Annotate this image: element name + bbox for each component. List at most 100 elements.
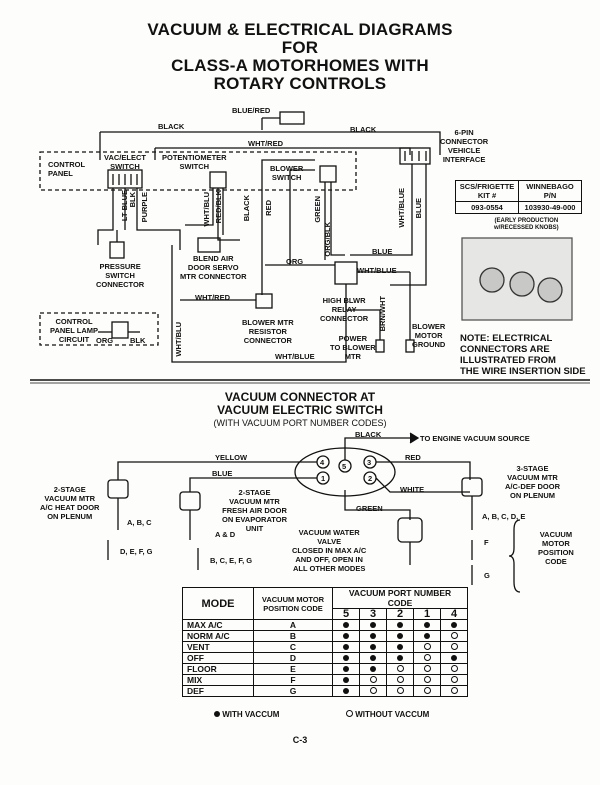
port-col-header: 4 (440, 608, 468, 620)
port-header: VACUUM PORT NUMBER CODE (332, 587, 468, 609)
open-dot-icon (396, 676, 404, 683)
port-state-cell (359, 685, 387, 697)
vac-line-red: RED (405, 453, 421, 462)
vac-line-black: BLACK (355, 430, 382, 439)
wire-wht-blue-relay: WHT/BLUE (357, 266, 397, 275)
filled-dot-icon (370, 644, 376, 650)
port-state-cell (332, 652, 360, 664)
title-line-3: CLASS-A MOTORHOMES WITH (171, 56, 429, 75)
kit-header-1: SCS/FRIGETTE KIT # (455, 180, 519, 202)
wire-blk-lamp: BLK (130, 336, 146, 345)
pos-mid-b: B, C, E, F, G (210, 556, 253, 565)
wire-black-left: BLACK (158, 122, 185, 131)
port-col-header: 1 (413, 608, 441, 620)
wire-wht-red-top: WHT/RED (248, 139, 283, 148)
vac-line-yellow: YELLOW (215, 453, 248, 462)
mode-position-code: G (253, 685, 333, 697)
port-state-cell (386, 641, 414, 653)
open-dot-icon (423, 654, 431, 661)
filled-dot-icon (370, 622, 376, 628)
filled-dot-icon (343, 644, 349, 650)
kit-number: 093-0554 (455, 201, 519, 214)
port-state-cell (413, 652, 441, 664)
port-state-cell (386, 619, 414, 631)
port-state-cell (332, 674, 360, 686)
open-dot-icon (450, 676, 458, 683)
port-state-cell (440, 652, 468, 664)
wire-wht-blue-right: WHT/BLUE (397, 188, 406, 228)
wire-purple: PURPLE (140, 192, 149, 223)
wire-wht-blu: WHT/BLU (202, 192, 211, 227)
mode-position-code: B (253, 630, 333, 642)
legend-without: WITHOUT VACCUM (346, 710, 429, 719)
port-col-header: 3 (359, 608, 387, 620)
filled-dot-icon (397, 633, 403, 639)
port-state-cell (386, 663, 414, 675)
open-dot-icon (346, 710, 353, 717)
pos-right-b: F (484, 538, 489, 547)
title-line-4: ROTARY CONTROLS (213, 74, 387, 93)
mode-header: MODE (182, 587, 254, 620)
wire-blue-red: BLUE/RED (232, 106, 271, 115)
mode-position-code: C (253, 641, 333, 653)
pos-left-a: A, B, C (127, 518, 152, 527)
port-col-header: 2 (386, 608, 414, 620)
wire-brn-wht: BRN/WHT (378, 296, 387, 332)
port-state-cell (413, 685, 441, 697)
wire-blue-mid: BLUE (372, 247, 393, 256)
port-state-cell (359, 652, 387, 664)
mode-position-code: A (253, 619, 333, 631)
title-line-2: FOR (281, 38, 319, 57)
wire-org-blk: ORG/BLK (323, 222, 332, 257)
wire-black-mid: BLACK (242, 195, 251, 222)
filled-dot-icon (214, 711, 220, 717)
mode-name: MAX A/C (182, 619, 254, 631)
port-state-cell (413, 641, 441, 653)
vac-to-engine: TO ENGINE VACUUM SOURCE (420, 434, 530, 443)
pos-right-c: G (484, 571, 490, 580)
vacuum-subtitle: (WITH VACUUM PORT NUMBER CODES) (213, 418, 387, 428)
port-state-cell (440, 663, 468, 675)
wire-org: ORG (286, 257, 304, 266)
port-state-cell (359, 619, 387, 631)
wire-blue-right: BLUE (414, 198, 423, 219)
filled-dot-icon (424, 622, 430, 628)
filled-dot-icon (343, 622, 349, 628)
filled-dot-icon (343, 633, 349, 639)
filled-dot-icon (397, 622, 403, 628)
open-dot-icon (450, 643, 458, 650)
port-state-cell (413, 674, 441, 686)
port-state-cell (440, 630, 468, 642)
mode-name: NORM A/C (182, 630, 254, 642)
open-dot-icon (450, 632, 458, 639)
mode-position-code: D (253, 652, 333, 664)
wire-red-blk: RED/BLK (214, 190, 223, 224)
open-dot-icon (423, 687, 431, 694)
port-state-cell (413, 630, 441, 642)
wire-org-lamp: ORG (96, 336, 114, 345)
filled-dot-icon (343, 688, 349, 694)
filled-dot-icon (370, 666, 376, 672)
filled-dot-icon (343, 677, 349, 683)
wire-wht-red-bottom: WHT/RED (195, 293, 230, 302)
wire-red: RED (264, 200, 273, 216)
pos-mid-a: A & D (215, 530, 236, 539)
